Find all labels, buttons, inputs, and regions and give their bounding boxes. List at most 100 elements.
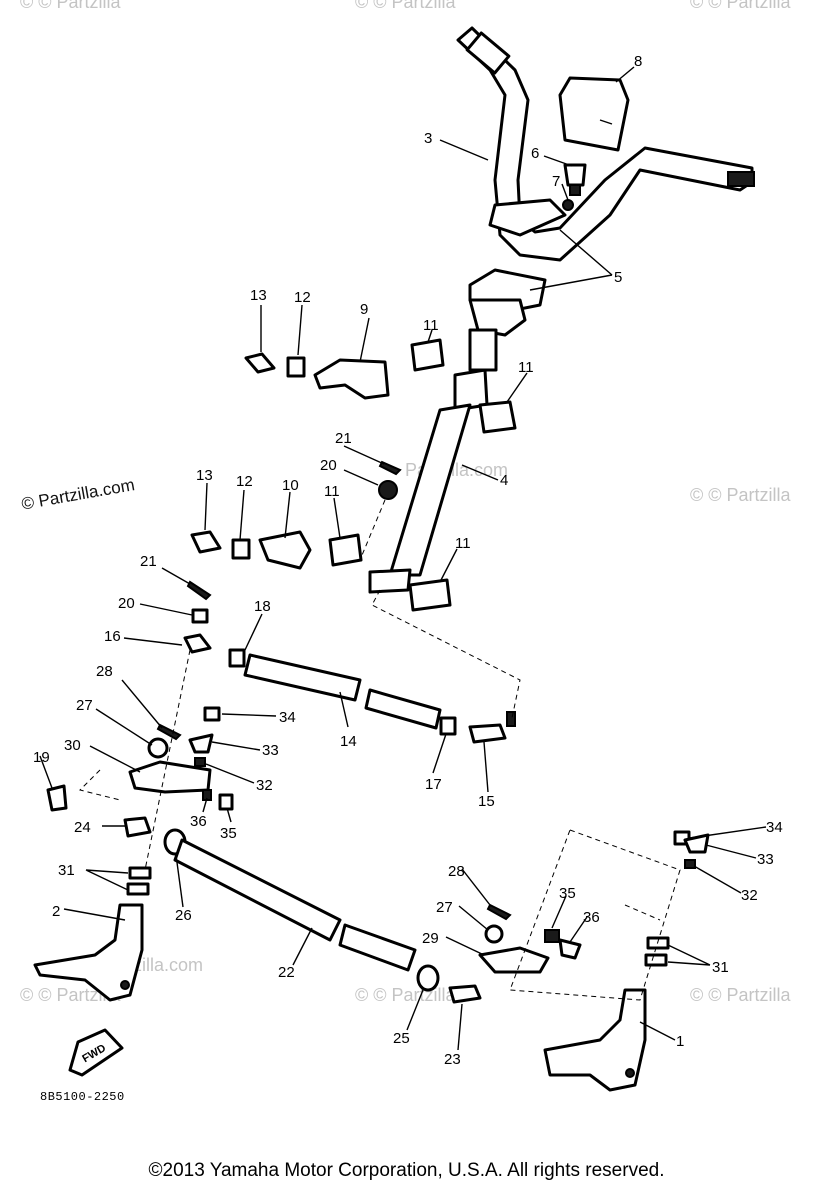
cotter-pin-21-a: [378, 460, 402, 476]
bushing-11-c: [328, 533, 363, 567]
ball-joint-16: [183, 633, 212, 654]
nut-18: [228, 648, 246, 668]
pad-slot: [599, 119, 613, 125]
knuckle-arm-2: [33, 903, 144, 1002]
watermark-bottom-center: © © Partzilla: [355, 985, 456, 1005]
callout-11-b: 11: [518, 359, 534, 376]
watermark-top-center: © © Partzilla: [355, 0, 456, 12]
callout-2: 2: [52, 903, 60, 920]
callout-34-b: 34: [766, 819, 783, 836]
callout-21-a: 21: [335, 430, 352, 447]
callout-33-a: 33: [262, 742, 279, 759]
bushing-11-d: [408, 578, 452, 612]
knuckle-plate-29: [478, 946, 550, 974]
cotter-pin-28-b: [486, 903, 512, 921]
callout-5: 5: [614, 269, 622, 286]
callout-1: 1: [676, 1033, 684, 1050]
leader-lines: [39, 66, 767, 1051]
handlebar-pad: [558, 76, 630, 152]
nut-32-a: [194, 757, 206, 767]
knuckle-arm-2-hole: [120, 980, 130, 990]
callout-6: 6: [531, 145, 539, 162]
callout-29: 29: [422, 930, 439, 947]
ball-joint-23: [448, 984, 482, 1004]
knuckle-arm-1: [543, 988, 647, 1092]
steering-exploded-diagram: FWD: [33, 26, 783, 1092]
callout-28-a: 28: [96, 663, 113, 680]
bushing-11-b: [478, 400, 517, 434]
bolt-6-shank: [569, 184, 581, 196]
callout-33-b: 33: [757, 851, 774, 868]
callout-20-a: 20: [320, 457, 337, 474]
dash-pitman-left: [144, 649, 191, 871]
callout-23: 23: [444, 1051, 461, 1068]
knuckle-arm-1-hole: [625, 1068, 635, 1078]
nut-32-b: [684, 859, 696, 869]
watermark-mid-right: © © Partzilla: [690, 485, 791, 505]
dash-pitman-box: [79, 769, 121, 801]
bolt-31-a-2: [126, 882, 150, 896]
drawing-code: 8B5100-2250: [40, 1090, 125, 1104]
tie-rod-14: [243, 653, 362, 702]
handlebar-grip-right: [727, 171, 755, 187]
bushing-11-a: [410, 338, 445, 372]
tie-rod-22-end: [338, 923, 417, 972]
callout-10: 10: [282, 477, 299, 494]
callout-11-a: 11: [423, 317, 439, 334]
bolt-19: [46, 784, 68, 812]
callout-36-b: 36: [583, 909, 600, 926]
fwd-arrow-icon: [68, 1028, 124, 1077]
tie-rod-22: [173, 838, 342, 942]
callout-28-b: 28: [448, 863, 465, 880]
dash-column-to-rod: [371, 589, 521, 719]
steering-column-neck: [468, 328, 498, 372]
callout-22: 22: [278, 964, 295, 981]
callout-35-b: 35: [559, 885, 576, 902]
cotter-pin-21-b: [186, 580, 212, 601]
column-holder-9: [313, 358, 390, 400]
lock-washer-33-a: [188, 733, 214, 754]
column-holder-10: [258, 530, 312, 570]
collar-27-b: [484, 924, 504, 944]
callout-11-c: 11: [324, 483, 340, 500]
callout-12-b: 12: [236, 473, 253, 490]
bolt-6: [563, 163, 587, 187]
callout-32-a: 32: [256, 777, 273, 794]
callout-7: 7: [552, 173, 560, 190]
callout-31-a: 31: [58, 862, 75, 879]
bolt-31-b-2: [644, 953, 668, 967]
watermark-top-right: © © Partzilla: [690, 0, 791, 12]
nut-25: [416, 964, 440, 992]
nut-12-b: [231, 538, 251, 560]
steering-column-bottom: [368, 568, 412, 594]
watermark-top-left: © © Partzilla: [20, 0, 121, 12]
callout-17: 17: [425, 776, 442, 793]
callout-3: 3: [424, 130, 432, 147]
callout-12-a: 12: [294, 289, 311, 306]
dash-column-to-nut: [359, 499, 386, 561]
callout-30: 30: [64, 737, 81, 754]
nut-20-a: [378, 480, 398, 500]
callout-4: 4: [500, 472, 508, 489]
tie-rod-14-end: [364, 688, 442, 730]
bolt-13-a: [244, 352, 276, 374]
steering-column-shaft: [388, 403, 472, 577]
callout-32-b: 32: [741, 887, 758, 904]
callout-26: 26: [175, 907, 192, 924]
washer-7: [562, 199, 574, 211]
steering-column-top: [468, 298, 527, 337]
bolt-35-a: [218, 793, 234, 811]
handlebar-holder-upper: [488, 198, 567, 237]
callout-31-b: 31: [712, 959, 729, 976]
ball-joint-24: [123, 816, 152, 838]
handlebar-grip-left: [465, 31, 511, 75]
callout-19: 19: [33, 749, 50, 766]
nut-12-a: [286, 356, 306, 378]
callout-13-b: 13: [196, 467, 213, 484]
callout-34-a: 34: [279, 709, 296, 726]
ball-joint-15-stud: [506, 711, 516, 727]
dash-right-washer: [624, 904, 661, 921]
callout-27-b: 27: [436, 899, 453, 916]
ball-joint-15: [468, 723, 507, 744]
nut-20-b: [191, 608, 209, 624]
